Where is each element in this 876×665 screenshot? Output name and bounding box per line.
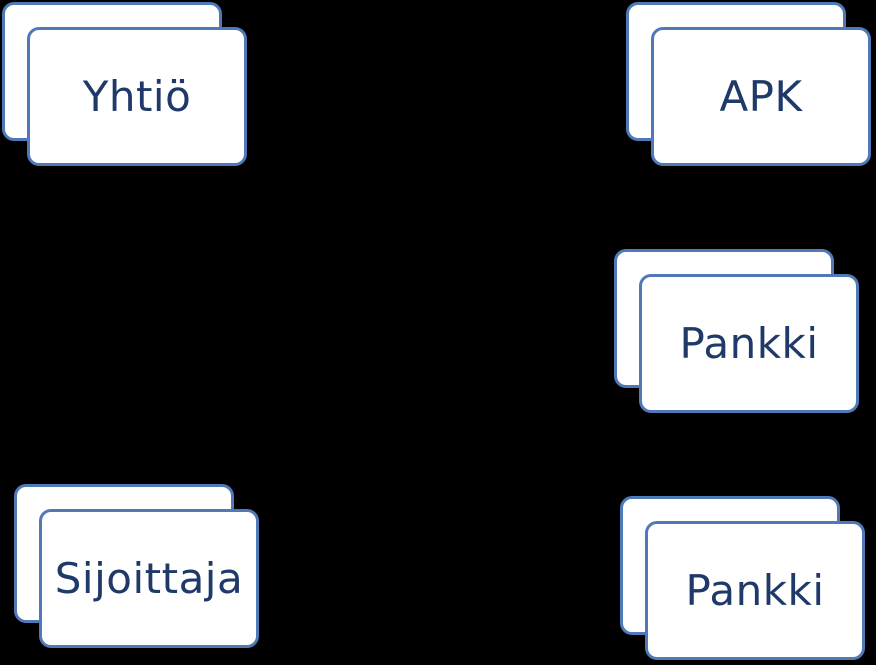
node-pankki-2-label: Pankki (685, 565, 825, 615)
node-pankki-1-front-card: Pankki (639, 274, 859, 413)
node-yhtio: Yhtiö (2, 2, 250, 169)
node-pankki-2: Pankki (620, 496, 868, 663)
node-yhtio-front-card: Yhtiö (27, 27, 247, 166)
node-pankki-2-front-card: Pankki (645, 521, 865, 660)
node-apk-front-card: APK (651, 27, 871, 166)
node-sijoittaja-label: Sijoittaja (54, 553, 244, 603)
node-sijoittaja-front-card: Sijoittaja (39, 509, 259, 648)
node-pankki-1-label: Pankki (679, 318, 819, 368)
node-pankki-1: Pankki (614, 249, 862, 416)
node-yhtio-label: Yhtiö (82, 71, 192, 121)
node-apk-label: APK (719, 71, 803, 121)
node-apk: APK (626, 2, 874, 169)
node-sijoittaja: Sijoittaja (14, 484, 262, 651)
